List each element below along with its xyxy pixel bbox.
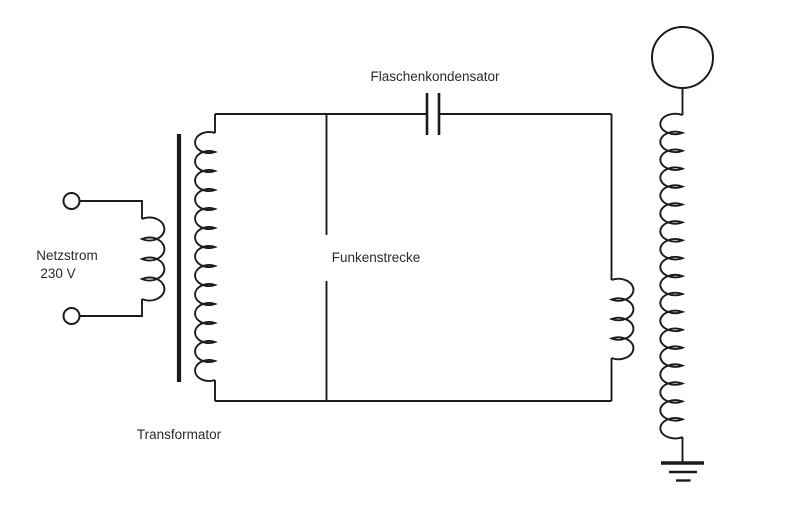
topload-sphere-icon <box>651 26 714 89</box>
spark-gap-label: Funkenstrecke <box>332 250 421 265</box>
mains-label-line1: Netzstrom <box>36 248 98 263</box>
tesla-secondary-coil-icon <box>659 112 686 440</box>
transformer-label: Transformator <box>137 427 222 442</box>
mains-wire-top <box>79 200 143 219</box>
capacitor-label: Flaschenkondensator <box>370 69 500 84</box>
mains-terminal-bottom-icon <box>62 307 81 325</box>
tesla-primary-coil-icon <box>608 277 635 361</box>
mains-terminal-top-icon <box>62 192 81 210</box>
mains-label-line2: 230 V <box>40 266 75 281</box>
mains-wire-bottom <box>79 299 143 317</box>
transformer-primary-coil-icon <box>139 216 166 302</box>
transformer-secondary-coil-icon <box>194 131 218 382</box>
